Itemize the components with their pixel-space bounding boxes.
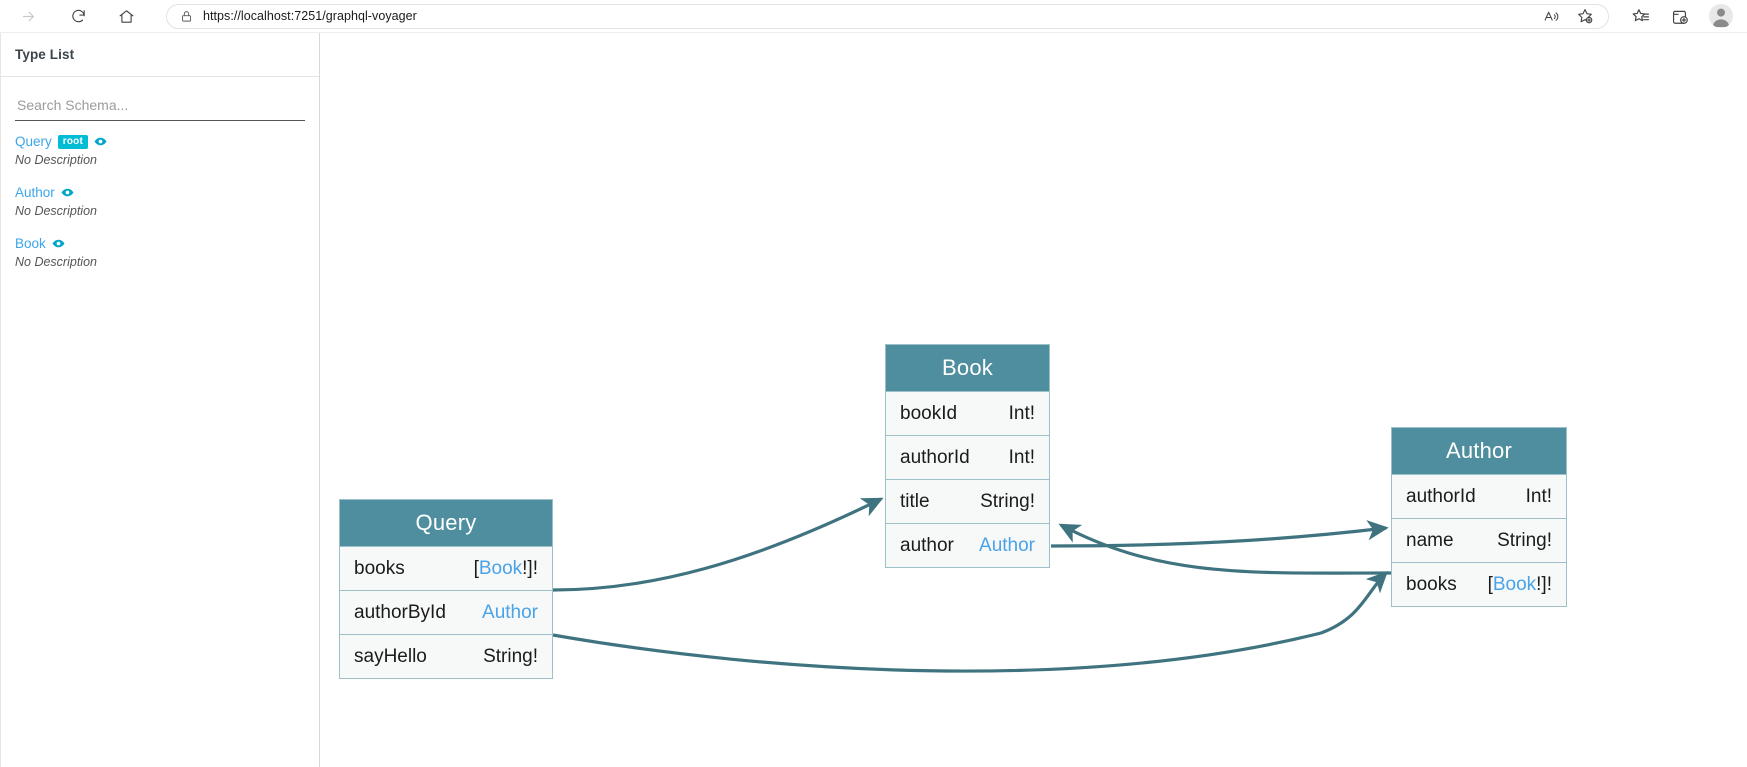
type-name-author[interactable]: Author bbox=[15, 185, 55, 200]
node-field-query-books[interactable]: books [Book!]! bbox=[340, 546, 552, 590]
add-favorite-icon[interactable] bbox=[1576, 7, 1594, 25]
graph-node-author[interactable]: Author authorId Int! name String! books … bbox=[1391, 427, 1567, 607]
edge-author-books-to-book bbox=[1058, 523, 1392, 575]
home-icon[interactable] bbox=[108, 0, 144, 33]
field-name: author bbox=[900, 534, 954, 556]
field-type: Int! bbox=[1008, 446, 1035, 468]
lock-icon[interactable] bbox=[175, 10, 197, 23]
address-bar[interactable]: https://localhost:7251/graphql-voyager bbox=[166, 3, 1609, 29]
type-name-query[interactable]: Query bbox=[15, 134, 52, 149]
field-name: authorId bbox=[1406, 485, 1476, 507]
reload-icon[interactable] bbox=[60, 0, 96, 33]
field-type: String! bbox=[483, 645, 538, 667]
type-list-item-author[interactable]: Author No Description bbox=[15, 184, 319, 219]
browser-toolbar: https://localhost:7251/graphql-voyager bbox=[0, 0, 1747, 33]
search-input[interactable] bbox=[15, 93, 305, 121]
edge-query-authorbyid-to-author bbox=[552, 571, 1388, 673]
field-name: books bbox=[354, 557, 405, 579]
field-type-suffix: !]! bbox=[1536, 573, 1552, 595]
node-field-query-authorbyid[interactable]: authorById Author bbox=[340, 590, 552, 634]
read-aloud-icon[interactable] bbox=[1543, 8, 1560, 25]
graph-node-query[interactable]: Query books [Book!]! authorById Author s… bbox=[339, 499, 553, 679]
search-schema-wrap bbox=[1, 77, 319, 121]
sidebar-title: Type List bbox=[15, 47, 75, 62]
type-name-book[interactable]: Book bbox=[15, 236, 46, 251]
node-field-book-authorid[interactable]: authorId Int! bbox=[886, 435, 1049, 479]
field-type-prefix: [ bbox=[473, 557, 479, 579]
field-type: String! bbox=[1497, 529, 1552, 551]
node-field-author-name[interactable]: name String! bbox=[1392, 518, 1566, 562]
address-bar-url: https://localhost:7251/graphql-voyager bbox=[203, 9, 417, 23]
edge-query-books-to-book bbox=[552, 497, 884, 592]
field-type-prefix: [ bbox=[1487, 573, 1493, 595]
field-type[interactable]: [Book!]! bbox=[1488, 574, 1552, 596]
field-name: authorById bbox=[354, 601, 446, 623]
graph-edges bbox=[552, 497, 1392, 673]
node-title-book: Book bbox=[886, 345, 1049, 391]
type-list-sidebar: Type List Query root No Description bbox=[0, 33, 320, 767]
node-title-query: Query bbox=[340, 500, 552, 546]
type-list: Query root No Description Author bbox=[1, 121, 319, 270]
field-name: sayHello bbox=[354, 645, 427, 667]
node-field-author-books[interactable]: books [Book!]! bbox=[1392, 562, 1566, 606]
node-field-query-sayhello[interactable]: sayHello String! bbox=[340, 634, 552, 678]
browser-actions bbox=[1617, 4, 1747, 28]
field-type-suffix: !]! bbox=[522, 557, 538, 579]
field-name: name bbox=[1406, 529, 1454, 551]
eye-icon[interactable] bbox=[52, 237, 65, 250]
root-badge: root bbox=[57, 134, 89, 149]
field-type[interactable]: [Book!]! bbox=[474, 558, 538, 580]
node-field-author-authorid[interactable]: authorId Int! bbox=[1392, 474, 1566, 518]
sidebar-header: Type List bbox=[1, 33, 319, 77]
field-type[interactable]: Author bbox=[979, 535, 1035, 557]
field-name: authorId bbox=[900, 446, 970, 468]
field-type: String! bbox=[980, 490, 1035, 512]
field-type: Int! bbox=[1008, 402, 1035, 424]
field-name: bookId bbox=[900, 402, 958, 424]
field-type[interactable]: Author bbox=[482, 602, 538, 624]
field-type-ref[interactable]: Author bbox=[482, 601, 538, 623]
field-type-ref[interactable]: Book bbox=[1492, 573, 1537, 595]
favorites-list-icon[interactable] bbox=[1631, 7, 1650, 26]
eye-icon[interactable] bbox=[94, 135, 107, 148]
field-type-ref[interactable]: Author bbox=[979, 534, 1035, 556]
profile-avatar-icon[interactable] bbox=[1709, 4, 1733, 28]
node-field-book-author[interactable]: author Author bbox=[886, 523, 1049, 567]
eye-icon[interactable] bbox=[61, 186, 74, 199]
type-description: No Description bbox=[15, 153, 97, 167]
collections-icon[interactable] bbox=[1670, 7, 1689, 26]
type-list-item-book[interactable]: Book No Description bbox=[15, 235, 319, 270]
type-description: No Description bbox=[15, 255, 97, 269]
node-title-author: Author bbox=[1392, 428, 1566, 474]
forward-arrow-icon[interactable] bbox=[10, 0, 46, 33]
node-field-book-bookid[interactable]: bookId Int! bbox=[886, 391, 1049, 435]
field-name: books bbox=[1406, 573, 1457, 595]
graph-node-book[interactable]: Book bookId Int! authorId Int! title Str… bbox=[885, 344, 1050, 568]
node-field-book-title[interactable]: title String! bbox=[886, 479, 1049, 523]
schema-graph-canvas[interactable]: Query books [Book!]! authorById Author s… bbox=[321, 33, 1747, 767]
field-name: title bbox=[900, 490, 930, 512]
type-list-item-query[interactable]: Query root No Description bbox=[15, 133, 319, 168]
type-description: No Description bbox=[15, 204, 97, 218]
field-type-ref[interactable]: Book bbox=[478, 557, 523, 579]
voyager-app: Type List Query root No Description bbox=[0, 33, 1747, 767]
field-type: Int! bbox=[1525, 485, 1552, 507]
